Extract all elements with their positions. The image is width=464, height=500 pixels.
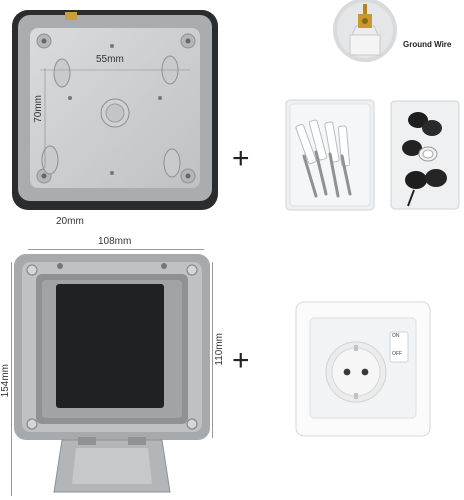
- screws-bag-image: [282, 96, 378, 214]
- dimension-20mm: 20mm: [56, 216, 84, 227]
- dimension-70mm: 70mm: [33, 95, 44, 123]
- switch-off-label: OFF: [392, 351, 402, 357]
- dimension-154mm: 154mm: [0, 364, 11, 398]
- ground-wire-image: [330, 0, 400, 70]
- socket-box-image: [12, 252, 212, 497]
- switch-on-label: ON: [392, 333, 400, 339]
- width-dimension-line: [28, 249, 204, 250]
- wall-socket-image: [294, 300, 432, 438]
- junction-box-image: [10, 8, 222, 213]
- height-body-dimension-line: [212, 262, 213, 438]
- dimension-108mm: 108mm: [98, 236, 132, 247]
- plus-sign-bottom: +: [232, 344, 250, 377]
- height-full-dimension-line: [11, 262, 12, 496]
- ground-wire-label: Ground Wire: [403, 40, 452, 49]
- dimension-55mm: 55mm: [96, 54, 124, 65]
- grommets-bag-image: [388, 98, 462, 212]
- dimension-110mm: 110mm: [214, 333, 225, 366]
- plus-sign-top: +: [232, 142, 250, 175]
